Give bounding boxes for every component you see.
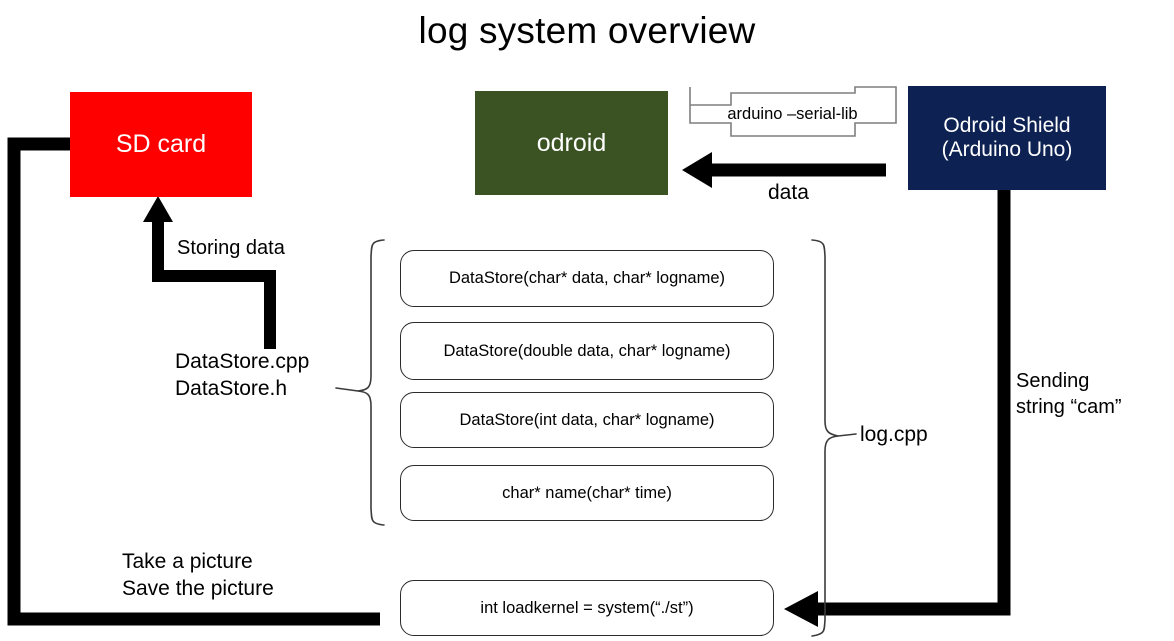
node-odroid-shield-text: Odroid Shield (Arduino Uno)	[942, 114, 1073, 162]
label-sending: Sending	[1016, 370, 1090, 392]
node-odroid[interactable]: odroid	[475, 91, 668, 195]
function-box-datastore-double[interactable]: DataStore(double data, char* logname)	[400, 322, 774, 380]
node-sd-card[interactable]: SD card	[70, 92, 252, 197]
brace-logcpp	[811, 239, 857, 637]
label-log-cpp: log.cpp	[860, 423, 928, 446]
label-sending-string: Sending string “cam”	[1016, 369, 1122, 420]
function-box-label: char* name(char* time)	[502, 483, 672, 502]
node-odroid-shield-line2: (Arduino Uno)	[941, 138, 1073, 161]
function-box-label: DataStore(char* data, char* logname)	[448, 269, 726, 287]
function-box-loadkernel[interactable]: int loadkernel = system(“./st”)	[400, 580, 774, 636]
node-odroid-shield-line1: Odroid Shield	[943, 113, 1071, 137]
connector-sending-string	[784, 190, 1011, 627]
function-box-label: int loadkernel = system(“./st”)	[480, 598, 694, 617]
function-box-datastore-int[interactable]: DataStore(int data, char* logname)	[400, 392, 774, 448]
function-box-datastore-char[interactable]: DataStore(char* data, char* logname)	[400, 250, 774, 307]
node-odroid-label: odroid	[536, 128, 607, 157]
label-take-picture: Take a picture Save the picture	[122, 549, 274, 603]
brace-datastore	[335, 239, 385, 526]
label-datastore-files: DataStore.cpp DataStore.h	[175, 349, 309, 403]
label-datastore-cpp: DataStore.cpp	[175, 350, 310, 373]
label-datastore-h: DataStore.h	[175, 376, 288, 400]
label-string-cam: string “cam”	[1016, 395, 1122, 418]
node-sd-card-label: SD card	[115, 130, 207, 159]
connector-storing-data	[143, 196, 276, 349]
function-box-label: DataStore(int data, char* logname)	[459, 410, 715, 429]
label-save-the-picture: Save the picture	[122, 576, 274, 600]
page-title: log system overview	[418, 10, 756, 51]
label-arduino-serial-lib: arduino –serial-lib	[727, 105, 858, 123]
function-box-name[interactable]: char* name(char* time)	[400, 465, 774, 521]
function-box-label: DataStore(double data, char* logname)	[443, 341, 731, 360]
label-take-a-picture: Take a picture	[122, 550, 253, 573]
label-data: data	[768, 181, 809, 204]
label-storing-data: Storing data	[177, 237, 285, 259]
node-odroid-shield[interactable]: Odroid Shield (Arduino Uno)	[908, 86, 1106, 190]
